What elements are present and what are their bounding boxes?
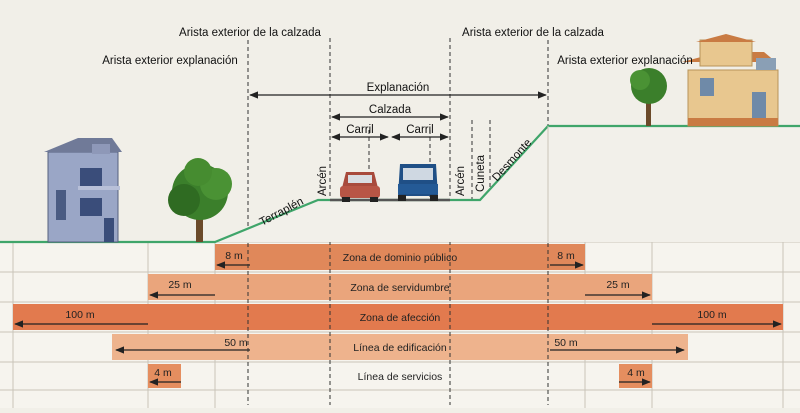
right-tree-icon	[630, 68, 667, 126]
dimension-arrows	[249, 91, 547, 141]
right-car-icon	[398, 164, 438, 201]
label-carril-right: Carril	[406, 124, 433, 136]
zone-left-servicios: 4 m	[154, 367, 172, 379]
label-arista-calzada-left: Arista exterior de la calzada	[179, 27, 322, 39]
zone-left-servidumbre: 25 m	[168, 279, 192, 291]
zone-labels: Zona de dominio público 8 m 8 m Zona de …	[65, 250, 726, 383]
zone-bar-dominio-publico	[215, 244, 585, 270]
label-arcen-left: Arcén	[317, 166, 329, 196]
zone-name-edificacion: Línea de edificación	[353, 342, 447, 354]
left-tree-icon	[168, 158, 232, 242]
zone-bar-servidumbre	[148, 274, 652, 300]
zone-right-servicios: 4 m	[627, 367, 645, 379]
zone-arrows	[14, 261, 782, 386]
zone-name-afeccion: Zona de afección	[360, 312, 441, 324]
zone-name-servicios: Línea de servicios	[358, 371, 443, 383]
zone-name-servidumbre: Zona de servidumbre	[350, 282, 449, 294]
zone-left-edificacion: 50 m	[224, 337, 248, 349]
label-explanacion: Explanación	[367, 82, 430, 94]
label-arista-explanacion-left: Arista exterior explanación	[102, 55, 238, 67]
zone-bars	[13, 244, 783, 388]
left-car-icon	[340, 172, 380, 202]
zone-right-dominio: 8 m	[557, 250, 575, 262]
label-cuneta: Cuneta	[475, 154, 487, 192]
zone-right-afeccion: 100 m	[697, 309, 726, 321]
left-house-icon	[44, 138, 122, 243]
zone-left-afeccion: 100 m	[65, 309, 94, 321]
label-carril-left: Carril	[346, 124, 373, 136]
zone-left-dominio: 8 m	[225, 250, 243, 262]
label-arista-calzada-right: Arista exterior de la calzada	[462, 27, 605, 39]
label-arista-explanacion-right: Arista exterior explanación	[557, 55, 693, 67]
zone-bar-afeccion	[13, 304, 783, 330]
label-calzada: Calzada	[369, 104, 412, 116]
zone-right-edificacion: 50 m	[554, 337, 578, 349]
zone-bar-edificacion	[112, 334, 688, 360]
zone-right-servidumbre: 25 m	[606, 279, 630, 291]
right-house-icon	[682, 34, 779, 127]
label-arcen-right: Arcén	[455, 166, 467, 196]
zone-name-dominio: Zona de dominio público	[343, 252, 458, 264]
